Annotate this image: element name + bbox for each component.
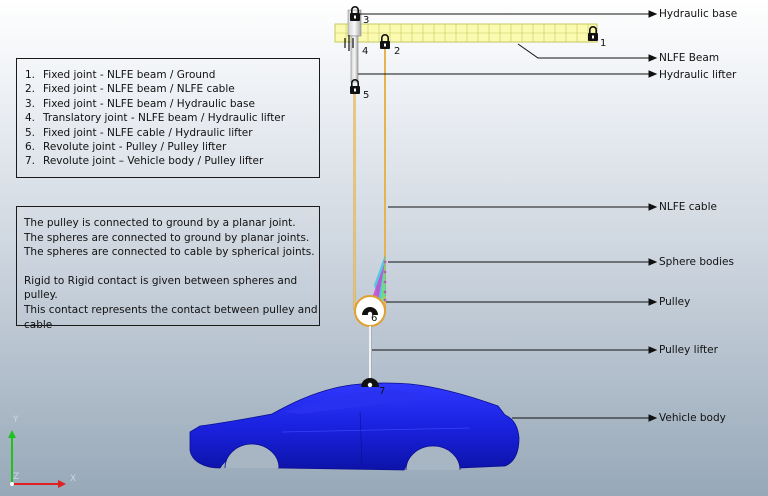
revolute-joint-icon [362, 307, 378, 317]
joint-number-1: 1 [600, 38, 607, 49]
axis-label-x: X [70, 474, 77, 484]
label-vehicle-body: Vehicle body [659, 412, 726, 424]
joint-legend-item: 5.Fixed joint - NLFE cable / Hydraulic l… [25, 126, 253, 139]
label-nlfe-cable: NLFE cable [659, 201, 717, 213]
note-line: The spheres are connected to cable by sp… [24, 246, 315, 259]
label-sphere-bodies: Sphere bodies [659, 256, 734, 268]
joint-number-5: 5 [363, 90, 370, 101]
joint-legend-item: 1.Fixed joint - NLFE beam / Ground [25, 69, 216, 81]
joint-legend-item: 7.Revolute joint – Vehicle body / Pulley… [25, 155, 264, 168]
notes-box: The pulley is connected to ground by a p… [16, 206, 320, 331]
axis-label-y: Y [13, 415, 19, 425]
vehicle-body [189, 382, 520, 471]
label-nlfe-beam: NLFE Beam [659, 52, 720, 64]
joint-legend-item: 2.Fixed joint - NLFE beam / NLFE cable [25, 83, 235, 96]
note-spacer [24, 260, 319, 274]
joint-number-3: 3 [363, 15, 370, 26]
joint-legend-box: 1.Fixed joint - NLFE beam / Ground 2.Fix… [16, 58, 320, 178]
joint-legend-item: 4.Translatory joint - NLFE beam / Hydrau… [25, 112, 286, 125]
vehicle-revolute-joint-icon [361, 378, 379, 388]
note-line: This contact represents the contact betw… [24, 303, 318, 316]
note-line: The pulley is connected to ground by a p… [24, 217, 296, 229]
translatory-joint-icon [344, 35, 354, 51]
note-line: cable [24, 318, 53, 331]
sphere-bodies [372, 255, 387, 302]
axis-triad [8, 430, 66, 488]
joint-number-7: 7 [379, 386, 386, 397]
joint-legend-item: 3.Fixed joint - NLFE beam / Hydraulic ba… [25, 97, 255, 110]
note-line: The spheres are connected to ground by p… [24, 231, 310, 244]
callout-lines [358, 10, 658, 422]
label-hydraulic-lifter: Hydraulic lifter [659, 69, 737, 81]
lock-icon [349, 5, 361, 22]
label-hydraulic-base: Hydraulic base [659, 8, 738, 20]
axis-label-z: Z [13, 472, 20, 482]
joint-number-2: 2 [394, 46, 401, 57]
nlfe-beam-grid [335, 24, 597, 42]
joint-legend-item: 6.Revolute joint - Pulley / Pulley lifte… [25, 140, 227, 153]
label-pulley-lifter: Pulley lifter [659, 344, 718, 356]
joint-number-4: 4 [362, 46, 369, 57]
joint-number-6: 6 [371, 313, 378, 324]
label-pulley: Pulley [659, 296, 691, 308]
note-line: Rigid to Rigid contact is given between … [24, 274, 298, 302]
hydraulic-lifter [350, 35, 359, 83]
